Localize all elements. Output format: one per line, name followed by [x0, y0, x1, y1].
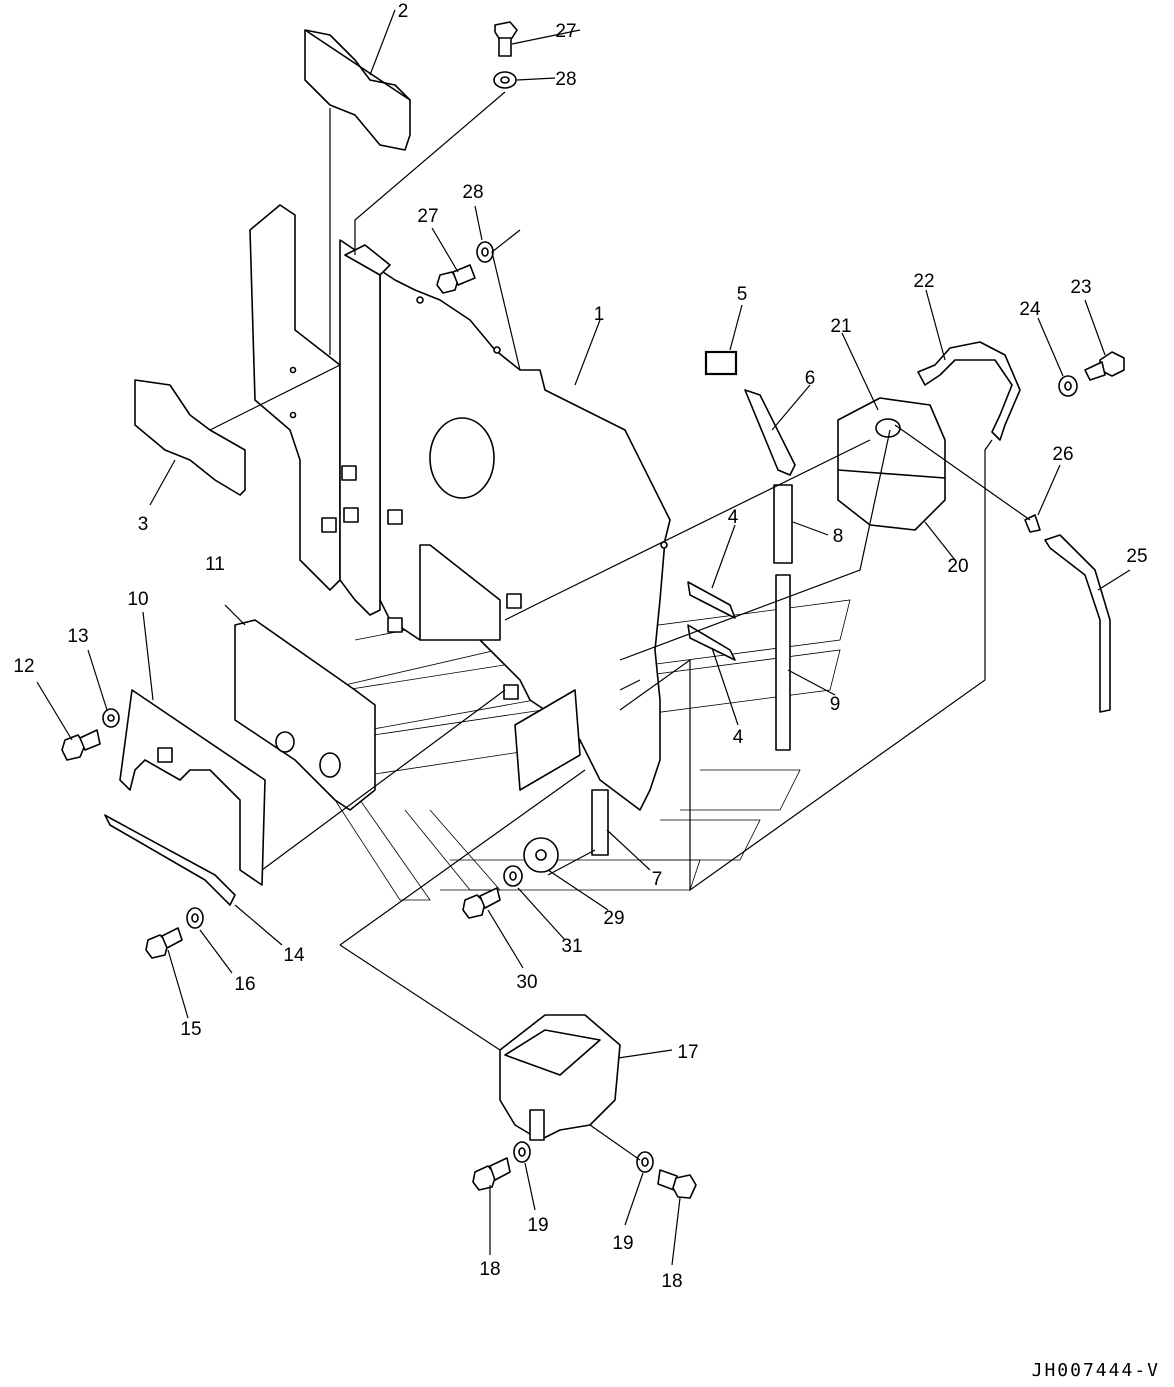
callout-23: 23 — [1070, 277, 1091, 298]
part-5-block — [704, 350, 738, 376]
callout-2: 2 — [398, 1, 409, 22]
part-2-cushion — [304, 29, 411, 151]
callout-4-top: 4 — [728, 507, 739, 528]
callout-22: 22 — [913, 271, 934, 292]
callout-28-top: 28 — [555, 69, 576, 90]
part-20-tank — [837, 397, 946, 531]
callout-9: 9 — [830, 694, 841, 715]
callout-19-left: 19 — [527, 1215, 548, 1236]
callout-12: 12 — [13, 656, 34, 677]
drawing-code: JH007444-V — [1032, 1360, 1160, 1381]
leader-lines — [36, 9, 1131, 1266]
callout-24: 24 — [1019, 299, 1041, 320]
callout-27-top: 27 — [555, 21, 576, 42]
callout-26: 26 — [1052, 444, 1073, 465]
callout-13: 13 — [67, 626, 88, 647]
callout-28-mid: 28 — [462, 182, 483, 203]
part-7-bar — [591, 789, 609, 856]
part-8-bar — [773, 484, 793, 564]
part-11-cover — [234, 619, 376, 811]
callout-1: 1 — [594, 304, 605, 325]
part-1-main-plate — [379, 269, 671, 811]
callout-labels: 2 27 28 28 27 1 3 5 6 21 22 24 23 26 25 … — [13, 1, 1147, 1292]
callout-31: 31 — [561, 936, 582, 957]
callout-8: 8 — [833, 526, 844, 547]
callout-18-left: 18 — [479, 1259, 500, 1280]
center-bracket — [514, 689, 581, 791]
callout-17: 17 — [677, 1042, 698, 1063]
callout-18-right: 18 — [661, 1271, 682, 1292]
callout-19-right: 19 — [612, 1233, 633, 1254]
callout-20: 20 — [947, 556, 968, 577]
callout-25: 25 — [1126, 546, 1147, 567]
callout-14: 14 — [283, 945, 305, 966]
callout-11: 11 — [205, 554, 225, 575]
part-6-strip — [744, 389, 796, 476]
part-9-bar — [775, 574, 791, 751]
part-25-hose — [1044, 534, 1111, 713]
part-4-pads — [687, 581, 736, 661]
callout-16: 16 — [234, 974, 255, 995]
callout-3: 3 — [138, 514, 149, 535]
callout-6: 6 — [805, 368, 816, 389]
callout-7: 7 — [652, 869, 663, 890]
part-22-bracket — [917, 341, 1021, 441]
callout-29: 29 — [603, 908, 624, 929]
part-3-cushion — [134, 379, 246, 496]
left-support-frame — [249, 204, 522, 700]
callout-15: 15 — [180, 1019, 201, 1040]
part-10-plate — [119, 689, 266, 886]
callout-4-bottom: 4 — [733, 727, 744, 748]
callout-5: 5 — [737, 284, 748, 305]
callout-27-mid: 27 — [417, 206, 438, 227]
part-14-strap — [104, 814, 236, 906]
part-17-unit — [499, 1014, 621, 1141]
fasteners — [61, 21, 1125, 1199]
callout-30: 30 — [516, 972, 537, 993]
callout-21: 21 — [830, 316, 851, 337]
callout-10: 10 — [127, 589, 148, 610]
